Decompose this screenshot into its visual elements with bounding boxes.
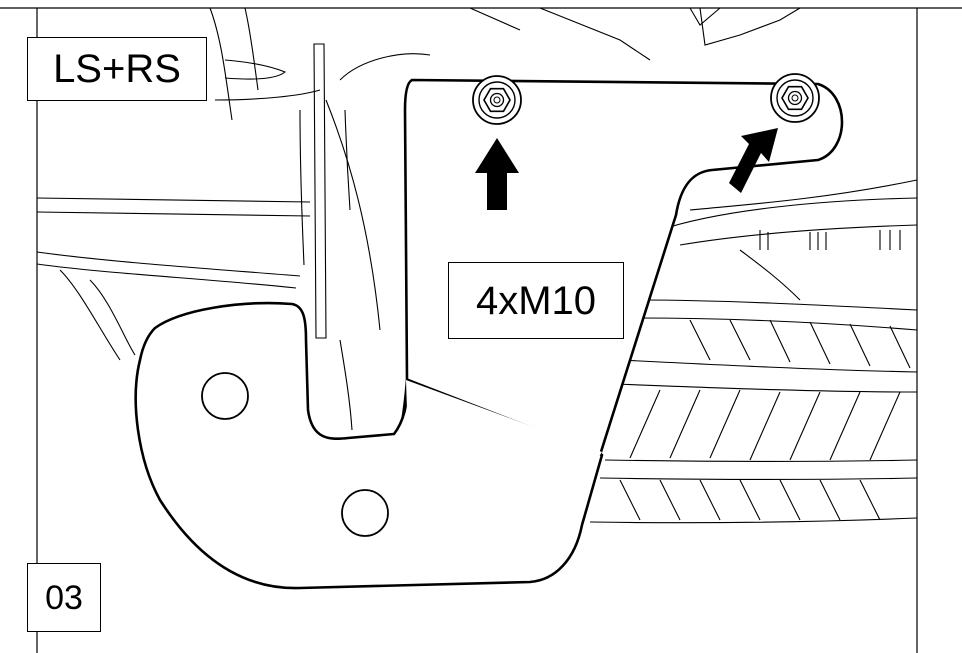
bracket-joint (406, 380, 602, 458)
mounting-hole (201, 372, 249, 420)
step-number: 03 (27, 563, 101, 632)
arrow-icon (475, 138, 519, 210)
flange-nut-icon (472, 75, 522, 125)
lower-bracket (134, 301, 604, 590)
vehicle-structure (36, 7, 918, 524)
side-label: LS+RS (27, 37, 207, 101)
flange-nut-icon (770, 73, 820, 123)
bolt-spec-label: 4xM10 (448, 262, 624, 339)
border-lines (0, 7, 962, 653)
mounting-hole (341, 489, 389, 537)
arrow-icon (729, 128, 778, 193)
